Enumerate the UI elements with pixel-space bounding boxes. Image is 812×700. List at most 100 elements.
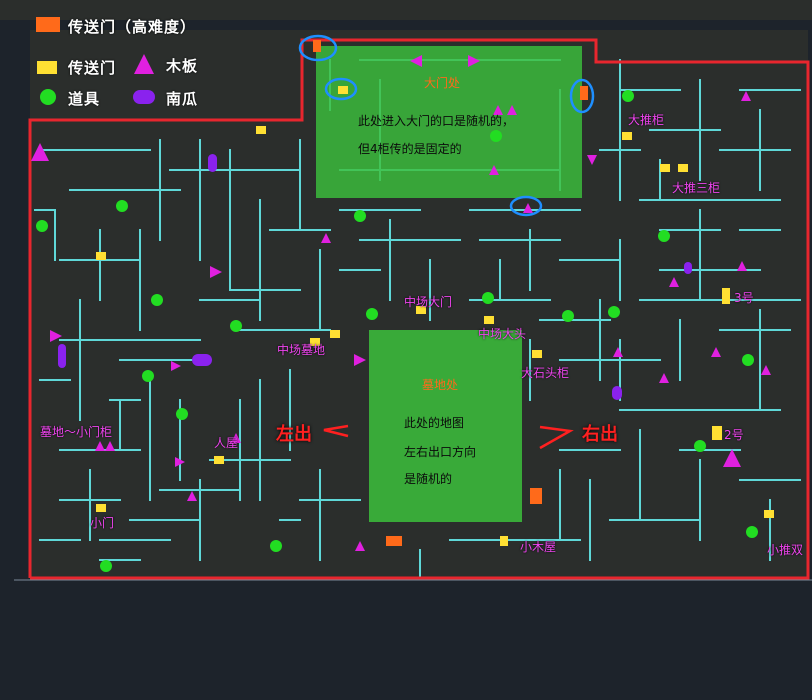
portal-marker: [96, 504, 106, 512]
highlight-circle-bottom: [509, 195, 543, 217]
item-marker: [366, 308, 378, 320]
plank-marker: [741, 91, 751, 101]
item-marker: [36, 220, 48, 232]
plank-marker: [210, 266, 222, 278]
center-zone-overlay: [369, 330, 522, 522]
label-person-room: 人屋: [214, 436, 239, 450]
legend-symbol-portal: [37, 61, 57, 74]
label-small-door: 小门: [90, 516, 115, 530]
item-marker: [100, 560, 112, 572]
high-portal-marker: [530, 488, 542, 504]
plank-marker: [95, 441, 105, 451]
legend-label-portal: 传送门: [68, 59, 117, 77]
highlight-circle-left: [324, 77, 358, 101]
label-big-stone-cabinet: 大石头柜: [521, 366, 570, 380]
plank-marker: [410, 55, 422, 67]
plank-marker: [354, 354, 366, 366]
plank-marker: [355, 541, 365, 551]
item-marker: [658, 230, 670, 242]
item-marker: [490, 130, 502, 142]
plank-marker: [493, 105, 503, 115]
plank-marker: [468, 55, 480, 67]
annotations: [298, 34, 595, 450]
highlight-circle-right: [569, 78, 595, 114]
plank-marker: [489, 165, 499, 175]
map-markers: [31, 17, 774, 572]
center-zone-title: 墓地处: [422, 378, 459, 392]
portal-marker: [622, 132, 632, 140]
high-portal-marker: [580, 86, 588, 100]
plank-marker: [659, 373, 669, 383]
label-mid-stone: 中场大头: [478, 327, 527, 341]
high-portal-marker: [386, 536, 402, 546]
item-marker: [742, 354, 754, 366]
legend-symbol-pumpkin: [133, 90, 155, 104]
right-exit-label: 右出: [582, 424, 618, 445]
pumpkin-marker: [612, 386, 622, 400]
legend-symbol-high-portal: [36, 17, 60, 32]
plank-marker: [669, 277, 679, 287]
item-marker: [354, 210, 366, 222]
portal-marker: [712, 426, 722, 440]
left-exit-arrow: [323, 424, 349, 438]
plank-marker: [737, 261, 747, 271]
item-marker: [151, 294, 163, 306]
label-no3: 3号: [734, 291, 754, 305]
plank-marker: [761, 365, 771, 375]
label-mid-graveyard: 中场墓地: [277, 343, 326, 357]
portal-marker: [96, 252, 106, 260]
portal-marker: [416, 306, 426, 314]
plank-marker: [723, 449, 741, 467]
legend-label-pumpkin: 南瓜: [166, 90, 199, 108]
portal-marker: [310, 338, 320, 346]
plank-marker: [105, 441, 115, 451]
item-marker: [608, 306, 620, 318]
legend-symbol-plank: [134, 54, 154, 74]
label-small-wood-house: 小木屋: [520, 540, 557, 554]
plank-marker: [175, 457, 185, 467]
legend-label-item: 道具: [68, 90, 101, 108]
plank-marker: [321, 233, 331, 243]
item-marker: [562, 310, 574, 322]
high-portal-marker: [313, 40, 321, 52]
item-marker: [694, 440, 706, 452]
plank-marker: [587, 155, 597, 165]
plank-marker: [507, 105, 517, 115]
item-marker: [176, 408, 188, 420]
highlight-circle-top-left: [298, 34, 338, 62]
map-boundary: [28, 38, 810, 580]
portal-marker: [256, 126, 266, 134]
item-marker: [746, 526, 758, 538]
center-zone-note-line2: 左右出口方向: [404, 445, 477, 459]
portal-marker: [764, 510, 774, 518]
top-zone-overlay: [316, 46, 582, 198]
item-marker: [270, 540, 282, 552]
pumpkin-marker: [684, 262, 692, 274]
plank-marker: [31, 143, 49, 161]
right-exit-arrow: [539, 425, 574, 450]
pumpkin-marker: [208, 154, 217, 172]
item-marker: [482, 292, 494, 304]
portal-marker: [214, 456, 224, 464]
legend-symbol-item: [40, 89, 56, 105]
portal-marker: [722, 288, 730, 304]
legend-label-high-portal: 传送门（高难度）: [68, 18, 197, 36]
center-zone-note-line1: 此处的地图: [404, 416, 465, 430]
label-big-push-cabinet: 大推柜: [628, 113, 665, 127]
plank-marker: [613, 347, 623, 357]
center-zone-note-line3: 是随机的: [404, 472, 453, 486]
plank-marker: [171, 361, 181, 371]
portal-marker: [330, 330, 340, 338]
portal-marker: [500, 536, 508, 546]
label-big-push-cabinet-3: 大推三柜: [672, 181, 721, 195]
plank-marker: [711, 347, 721, 357]
label-middle-gate: 中场大门: [404, 295, 453, 309]
pumpkin-marker: [192, 354, 212, 366]
maze-walls: [34, 59, 801, 579]
portal-marker: [678, 164, 688, 172]
label-graveyard-small-door-cabinet: 墓地～小门柜: [40, 425, 113, 439]
plank-marker: [187, 491, 197, 501]
portal-marker: [660, 164, 670, 172]
